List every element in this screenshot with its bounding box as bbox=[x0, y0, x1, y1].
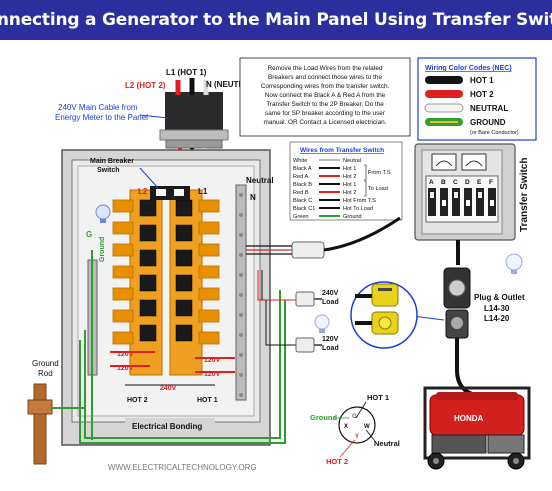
tw-to-load: To Load bbox=[368, 186, 388, 192]
ground-rod: Ground Rod bbox=[27, 359, 85, 465]
instruction-line: Transfer Switch to the 2P Breaker. Do th… bbox=[266, 101, 384, 108]
panel-l2-label: L2 bbox=[138, 187, 148, 196]
transfer-wires-title: Wires from Transfer Switch bbox=[300, 147, 384, 154]
wire-connector bbox=[246, 216, 401, 346]
l2-label: L2 (HOT 2) bbox=[125, 81, 166, 90]
ts-letter: A bbox=[429, 179, 434, 186]
plug-zoom bbox=[350, 281, 418, 349]
plug-l1420: L14-20 bbox=[484, 314, 510, 323]
tw-right: Ground bbox=[343, 214, 362, 220]
pin-w: W bbox=[364, 424, 370, 430]
tw-right: Hot From T.S bbox=[343, 198, 376, 204]
plug-l1430: L14-30 bbox=[484, 304, 510, 313]
main-cable-desc-1: 240V Main Cable from bbox=[58, 103, 138, 112]
bulb-icon bbox=[314, 314, 330, 333]
v240-panel-label: 240V bbox=[160, 385, 177, 392]
ts-letter: C bbox=[453, 179, 458, 186]
page-title: Connecting a Generator to the Main Panel… bbox=[0, 10, 552, 30]
main-breaker-switch-label: Switch bbox=[97, 167, 120, 174]
main-breaker-label: Main Breaker bbox=[90, 158, 134, 165]
load-240v-label: 240V bbox=[322, 290, 339, 297]
tw-left: Red B bbox=[293, 190, 309, 196]
tw-left: Red A bbox=[293, 174, 309, 180]
code-neutral: NEUTRAL bbox=[470, 104, 508, 113]
bulb-icon bbox=[505, 253, 523, 274]
website-footer: WWW.ELECTRICALTECHNOLOGY.ORG bbox=[108, 463, 257, 472]
instruction-line: Breakers and connect those wires to the bbox=[268, 74, 382, 81]
transfer-switch: A B C D E F Transfer Switch bbox=[414, 143, 530, 265]
outlet-hot1: HOT 1 bbox=[367, 393, 389, 402]
tw-right: Hot 2 bbox=[343, 174, 356, 180]
code-hot1: HOT 1 bbox=[470, 76, 494, 85]
panel-hot1-label: HOT 1 bbox=[197, 397, 218, 404]
neutral-n-label: N bbox=[250, 193, 256, 202]
ts-letter: E bbox=[477, 179, 482, 186]
pin-x: X bbox=[344, 424, 348, 430]
plug-outlet-label: Plug & Outlet bbox=[474, 293, 525, 302]
instruction-line: same for SP breaker according to the use… bbox=[265, 110, 386, 117]
code-ground-note: (or Bare Conductor) bbox=[470, 130, 519, 136]
transfer-wires-box: Wires from Transfer Switch White Black A… bbox=[289, 141, 403, 221]
ts-letter: D bbox=[465, 179, 470, 186]
ground-rod-label-2: Rod bbox=[38, 369, 53, 378]
pin-y: Y bbox=[355, 434, 359, 440]
tw-left: White bbox=[293, 158, 307, 164]
main-panel: Main Breaker Switch L2 L1 Neutral N G Gr… bbox=[61, 149, 286, 446]
ts-letter: B bbox=[441, 179, 446, 186]
neutral-label: Neutral bbox=[246, 176, 274, 185]
pin-g: G bbox=[352, 414, 357, 420]
generator-brand: HONDA bbox=[454, 414, 484, 423]
instruction-line: Remove the Load Wires from the related bbox=[267, 65, 383, 72]
outlet-neutral: Neutral bbox=[374, 439, 400, 448]
instruction-line: Corresponding wires from the transfer sw… bbox=[261, 83, 390, 90]
tw-right: Hot 2 bbox=[343, 190, 356, 196]
outlet-pin-diagram: G X Y W HOT 1 Ground Neutral HOT 2 bbox=[310, 393, 400, 466]
tw-right: Hot 1 bbox=[343, 166, 356, 172]
tw-left: Black C1 bbox=[293, 206, 315, 212]
tw-from-ts: From T.S bbox=[368, 170, 391, 176]
bonding-label: Electrical Bonding bbox=[132, 422, 202, 431]
outlet-hot2: HOT 2 bbox=[326, 457, 348, 466]
v120-label-c: 120V bbox=[204, 357, 221, 364]
outlet-ground: Ground bbox=[310, 413, 337, 422]
code-hot2: HOT 2 bbox=[470, 90, 494, 99]
plug-outlet: Plug & Outlet L14-30 L14-20 bbox=[411, 267, 525, 397]
generator-icon: HONDA bbox=[423, 386, 531, 470]
color-codes-box: Wiring Color Codes (NEC) HOT 1 HOT 2 NEU… bbox=[417, 57, 537, 141]
ts-letter: F bbox=[489, 179, 493, 186]
tw-left: Black A bbox=[293, 166, 312, 172]
load-120v-load: Load bbox=[322, 345, 339, 352]
tw-left: Green bbox=[293, 214, 309, 220]
code-ground: GROUND bbox=[470, 118, 506, 127]
load-120v: 120V Load bbox=[295, 336, 339, 353]
ground-g-label: G bbox=[86, 230, 92, 239]
instruction-line: manual. OR Contact a Licensed electricia… bbox=[264, 119, 387, 126]
load-240v-load: Load bbox=[322, 299, 339, 306]
transfer-switch-label: Transfer Switch bbox=[519, 158, 530, 232]
tw-right: Hot To Load bbox=[343, 206, 373, 212]
v120-label-b: 120V bbox=[117, 365, 134, 372]
tw-left: Black C bbox=[293, 198, 312, 204]
ground-rod-label-1: Ground bbox=[32, 359, 59, 368]
l1-label: L1 (HOT 1) bbox=[166, 68, 207, 77]
load-120v-label: 120V bbox=[322, 336, 339, 343]
tw-right: Hot 1 bbox=[343, 182, 356, 188]
ground-bar-label: Ground bbox=[99, 237, 106, 262]
bulb-icon bbox=[95, 204, 111, 223]
tw-left: Black B bbox=[293, 182, 312, 188]
tw-right: Neutral bbox=[343, 158, 361, 164]
instructions-box: Remove the Load Wires from the related B… bbox=[239, 57, 411, 137]
main-cable-desc-2: Energy Meter to the Panel bbox=[55, 113, 148, 122]
n-label: N (NEUTRAL) bbox=[206, 80, 258, 89]
instruction-line: Now connect the Black A & Red A from the bbox=[265, 92, 386, 99]
load-240v: 240V Load bbox=[295, 290, 339, 307]
panel-l1-label: L1 bbox=[198, 187, 208, 196]
title-bar: Connecting a Generator to the Main Panel… bbox=[0, 0, 552, 40]
v120-label-d: 120V bbox=[204, 371, 221, 378]
color-codes-title: Wiring Color Codes (NEC) bbox=[425, 65, 512, 72]
v120-label-a: 120V bbox=[117, 351, 134, 358]
panel-hot2-label: HOT 2 bbox=[127, 397, 148, 404]
